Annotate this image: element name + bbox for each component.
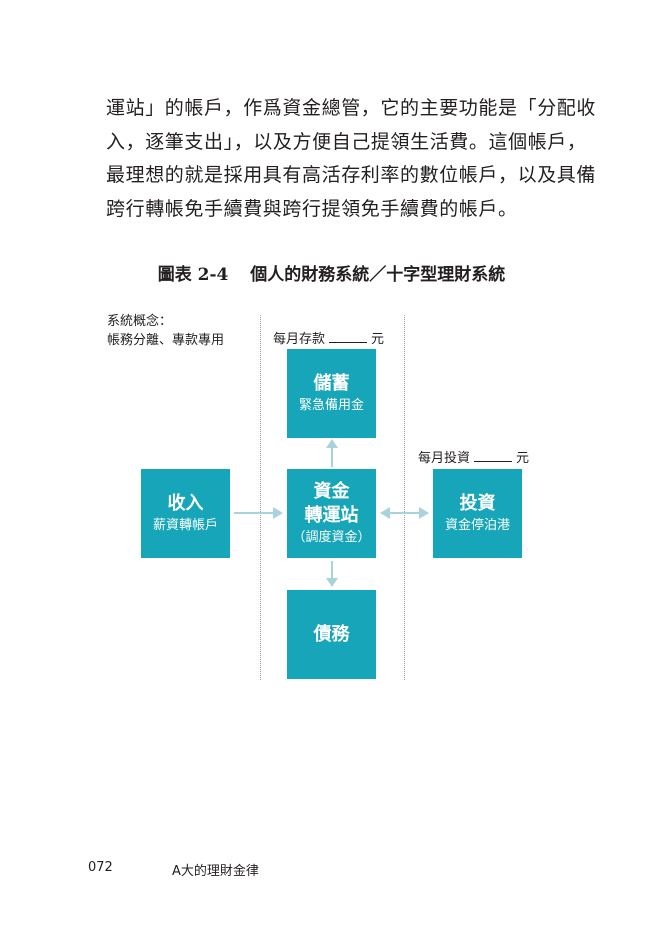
blank-line [474, 451, 513, 462]
divider-left [260, 315, 261, 680]
page-number: 072 [88, 860, 113, 875]
box-title: 收入 [167, 492, 204, 514]
figure-caption: 個人的財務系統／十字型理財系統 [250, 265, 506, 285]
label-unit: 元 [371, 332, 385, 347]
income-box: 收入 薪資轉帳戶 [141, 469, 230, 558]
box-title: 債務 [313, 623, 350, 645]
arrow-hub-to-savings [326, 439, 338, 467]
book-title: A大的理財金律 [172, 864, 259, 879]
box-title: 資金 [313, 480, 350, 502]
savings-box: 儲蓄 緊急備用金 [287, 349, 376, 438]
figure-number: 圖表 2-4 [157, 265, 229, 285]
invest-box: 投資 資金停泊港 [433, 469, 522, 558]
box-title: 投資 [459, 492, 496, 514]
paragraph-line: 最理想的就是採用具有高活存利率的數位帳戶，以及具備 [106, 164, 597, 186]
paragraph-line: 運站」的帳戶，作爲資金總管，它的主要功能是「分配收 [106, 97, 597, 119]
blank-line [329, 332, 368, 343]
figure-title: 圖表 2-4 個人的財務系統／十字型理財系統 [0, 260, 663, 285]
arrow-hub-invest-bidirectional [380, 507, 429, 519]
concept-text: 帳務分離、專款專用 [107, 333, 225, 348]
label-text: 每月投資 [418, 451, 471, 466]
box-subtitle: （調度資金） [292, 529, 371, 545]
paragraph-line: 跨行轉帳免手續費與跨行提領免手續費的帳戶。 [106, 197, 518, 220]
divider-right [404, 315, 405, 680]
system-concept: 系統概念： 帳務分離、專款專用 [107, 312, 224, 350]
label-text: 每月存款 [273, 332, 326, 347]
label-unit: 元 [516, 451, 530, 466]
hub-box: 資金 轉運站 （調度資金） [287, 469, 376, 558]
savings-amount-label: 每月存款 元 [273, 328, 384, 347]
body-paragraph: 運站」的帳戶，作爲資金總管，它的主要功能是「分配收 入，逐筆支出」，以及方便自己… [106, 92, 597, 226]
arrow-income-to-hub [234, 507, 283, 519]
box-title: 轉運站 [304, 504, 359, 526]
box-subtitle: 資金停泊港 [444, 517, 510, 533]
box-subtitle: 薪資轉帳戶 [152, 517, 218, 533]
invest-amount-label: 每月投資 元 [418, 447, 529, 466]
arrow-hub-to-debt [326, 561, 338, 587]
debt-box: 債務 [287, 590, 376, 679]
paragraph-line: 入，逐筆支出」，以及方便自己提領生活費。這個帳戶， [106, 130, 587, 153]
concept-heading: 系統概念： [107, 314, 173, 329]
box-subtitle: 緊急備用金 [298, 397, 364, 413]
box-title: 儲蓄 [313, 372, 350, 394]
